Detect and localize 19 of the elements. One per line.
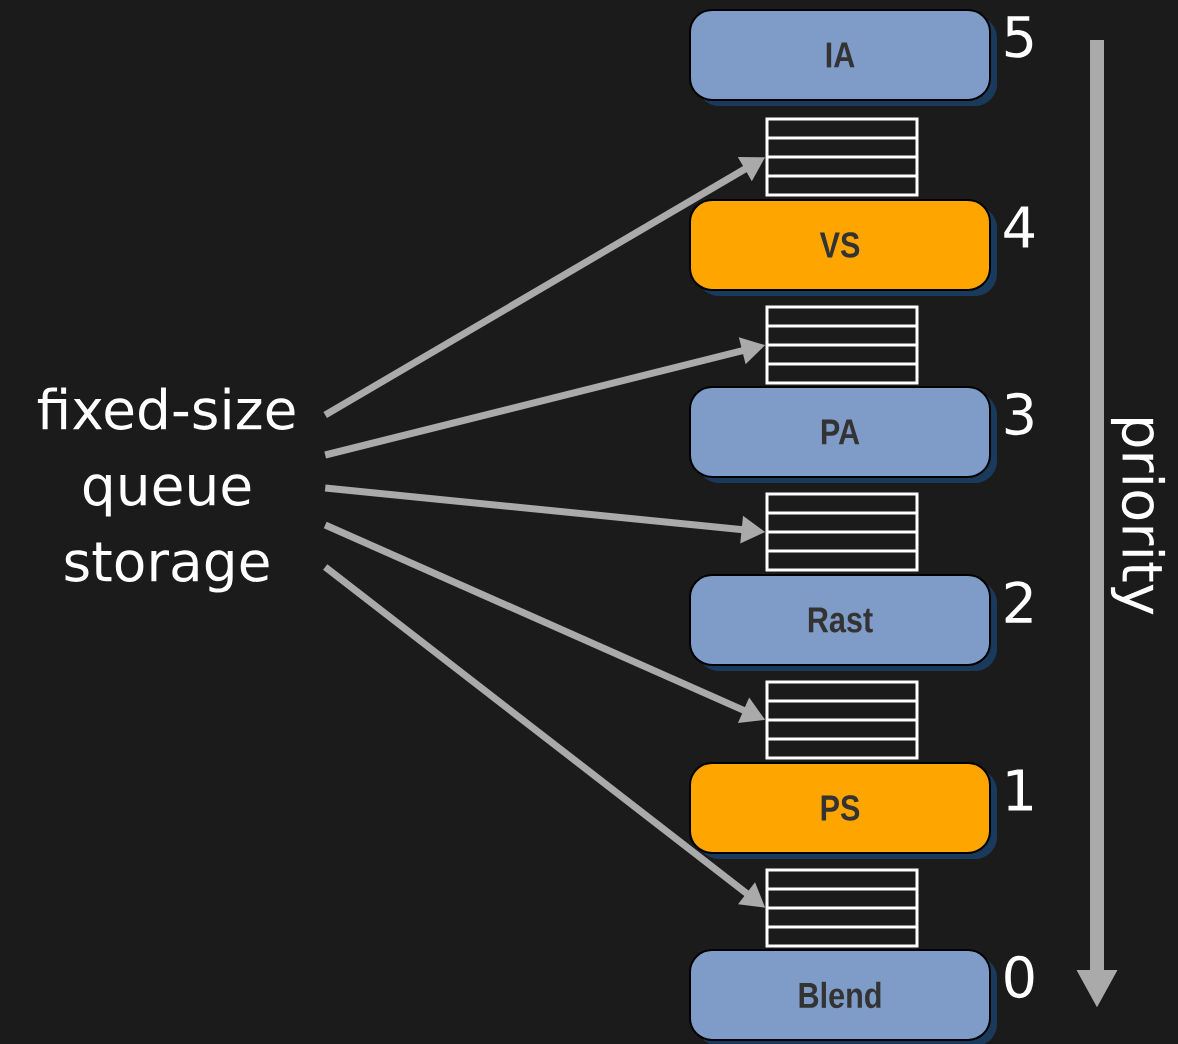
queue-icon xyxy=(765,117,919,197)
queue-icon xyxy=(765,680,919,760)
queue-icon xyxy=(765,868,919,948)
queue-icon xyxy=(765,305,919,385)
stage-box: VS xyxy=(689,199,997,296)
stage-number: 2 xyxy=(1005,581,1032,623)
axis-label: priority xyxy=(1110,419,1166,615)
queue-icon xyxy=(765,492,919,572)
stage-box: Blend xyxy=(689,949,997,1044)
stage-box: PS xyxy=(689,762,997,859)
stage-box: Rast xyxy=(689,574,997,671)
stage-box: PA xyxy=(689,386,997,483)
stage-number: 1 xyxy=(1007,769,1032,811)
stage-number: 4 xyxy=(1004,206,1034,248)
stage-box: IA xyxy=(689,9,997,106)
note-text: fixed-size queue storage xyxy=(37,387,295,593)
stage-number: 3 xyxy=(1005,392,1033,436)
stage-number: 0 xyxy=(1005,955,1034,999)
stage-number: 5 xyxy=(1005,16,1033,58)
